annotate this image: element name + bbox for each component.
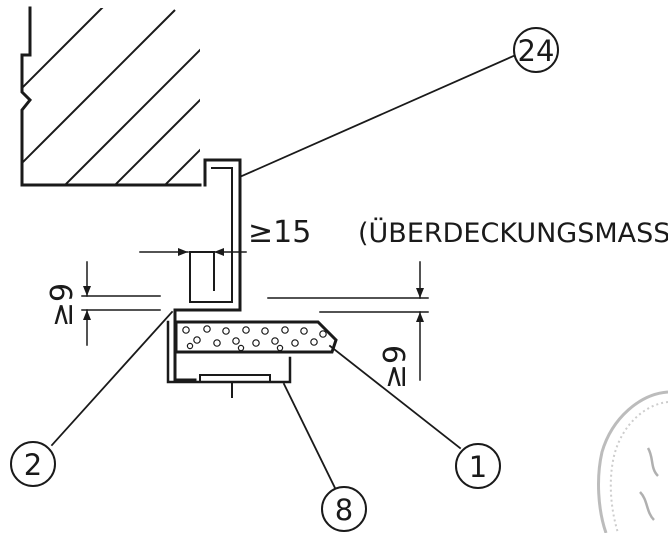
callout-1-label: 1 [469,450,487,484]
dimension-overlap [139,248,247,256]
gravel-pattern [182,325,327,352]
lower-bracket [166,320,292,398]
callout-2-label: 2 [24,448,42,482]
callout-2: 2 [10,441,56,487]
dimension-right [267,261,429,381]
gravel-board [174,320,338,354]
stamp-seal [597,390,668,533]
callout-24-label: 24 [518,34,555,68]
callout-8-label: 8 [335,493,353,527]
dimension-left [81,261,161,346]
callout-24: 24 [513,27,559,73]
wall-outline [20,6,202,187]
callout-8: 8 [321,486,367,532]
leader-lines [50,52,520,492]
overlap-dimension-label: ≥15 [248,215,311,250]
flashing-profile [173,158,242,382]
wall-hatching [22,8,200,185]
left-dimension-label: ≥9 [45,283,80,327]
right-dimension-label: ≥9 [378,345,413,389]
overlap-note-label: (ÜBERDECKUNGSMASS) [358,217,668,249]
callout-1: 1 [455,443,501,489]
wall-section [20,6,202,187]
